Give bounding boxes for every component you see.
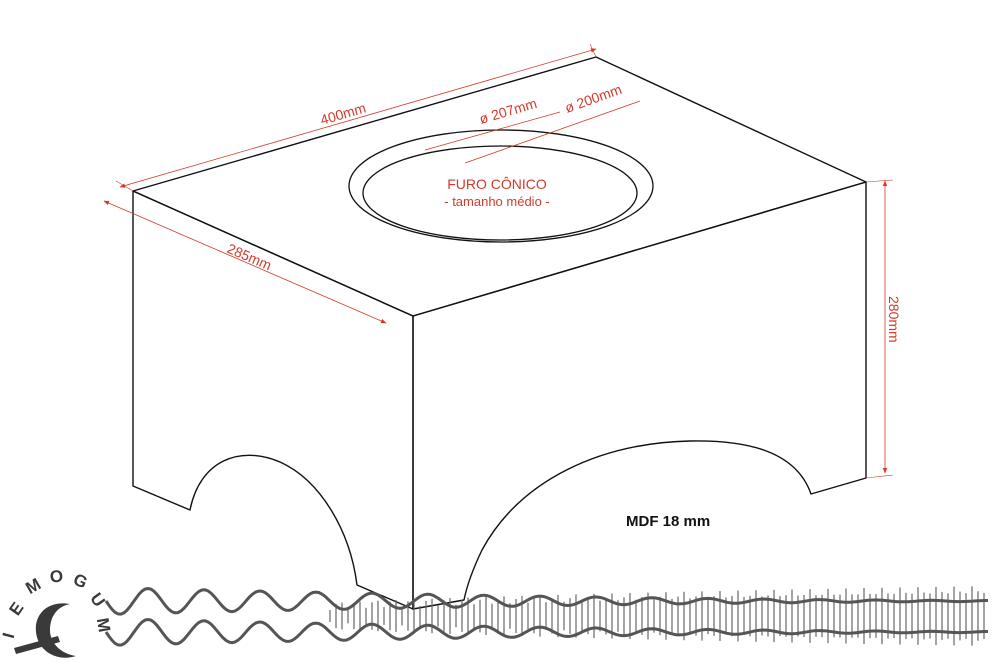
wave-line-lower bbox=[104, 617, 988, 647]
iemogum-logo: I E M O G U M bbox=[0, 566, 114, 658]
dim-line-depth bbox=[103, 200, 387, 324]
moon-icon bbox=[35, 603, 76, 658]
hole-note-title: FURO CÔNICO bbox=[447, 176, 547, 192]
svg-text:I: I bbox=[0, 631, 18, 640]
material-label: MDF 18 mm bbox=[626, 513, 710, 530]
dim-label-hole-outer: ø 207mm bbox=[477, 95, 538, 127]
logo-letters: I E M O G U M bbox=[0, 566, 114, 640]
svg-text:E: E bbox=[5, 599, 27, 619]
dim-label-depth: 285mm bbox=[225, 240, 274, 273]
hole-inner-edge bbox=[362, 145, 638, 241]
dim-label-height: 280mm bbox=[886, 296, 902, 343]
svg-text:M: M bbox=[22, 574, 44, 598]
svg-text:O: O bbox=[49, 566, 64, 586]
mdf-box bbox=[132, 56, 867, 610]
hole-note-subtitle: - tamanho médio - bbox=[444, 194, 550, 209]
dim-label-hole-inner: ø 200mm bbox=[563, 81, 624, 116]
wave-band bbox=[104, 586, 988, 647]
dim-line-hole-outer bbox=[424, 111, 561, 151]
dim-line-hole-inner bbox=[464, 100, 641, 164]
dimension-lines bbox=[103, 43, 894, 479]
box-left-face bbox=[132, 190, 414, 610]
svg-text:U: U bbox=[86, 589, 109, 610]
dim-line-length bbox=[119, 48, 597, 188]
svg-text:M: M bbox=[93, 616, 114, 633]
box-right-face bbox=[412, 181, 867, 610]
dim-label-length: 400mm bbox=[318, 99, 367, 127]
wave-line-upper bbox=[104, 586, 988, 616]
svg-text:G: G bbox=[70, 570, 90, 593]
